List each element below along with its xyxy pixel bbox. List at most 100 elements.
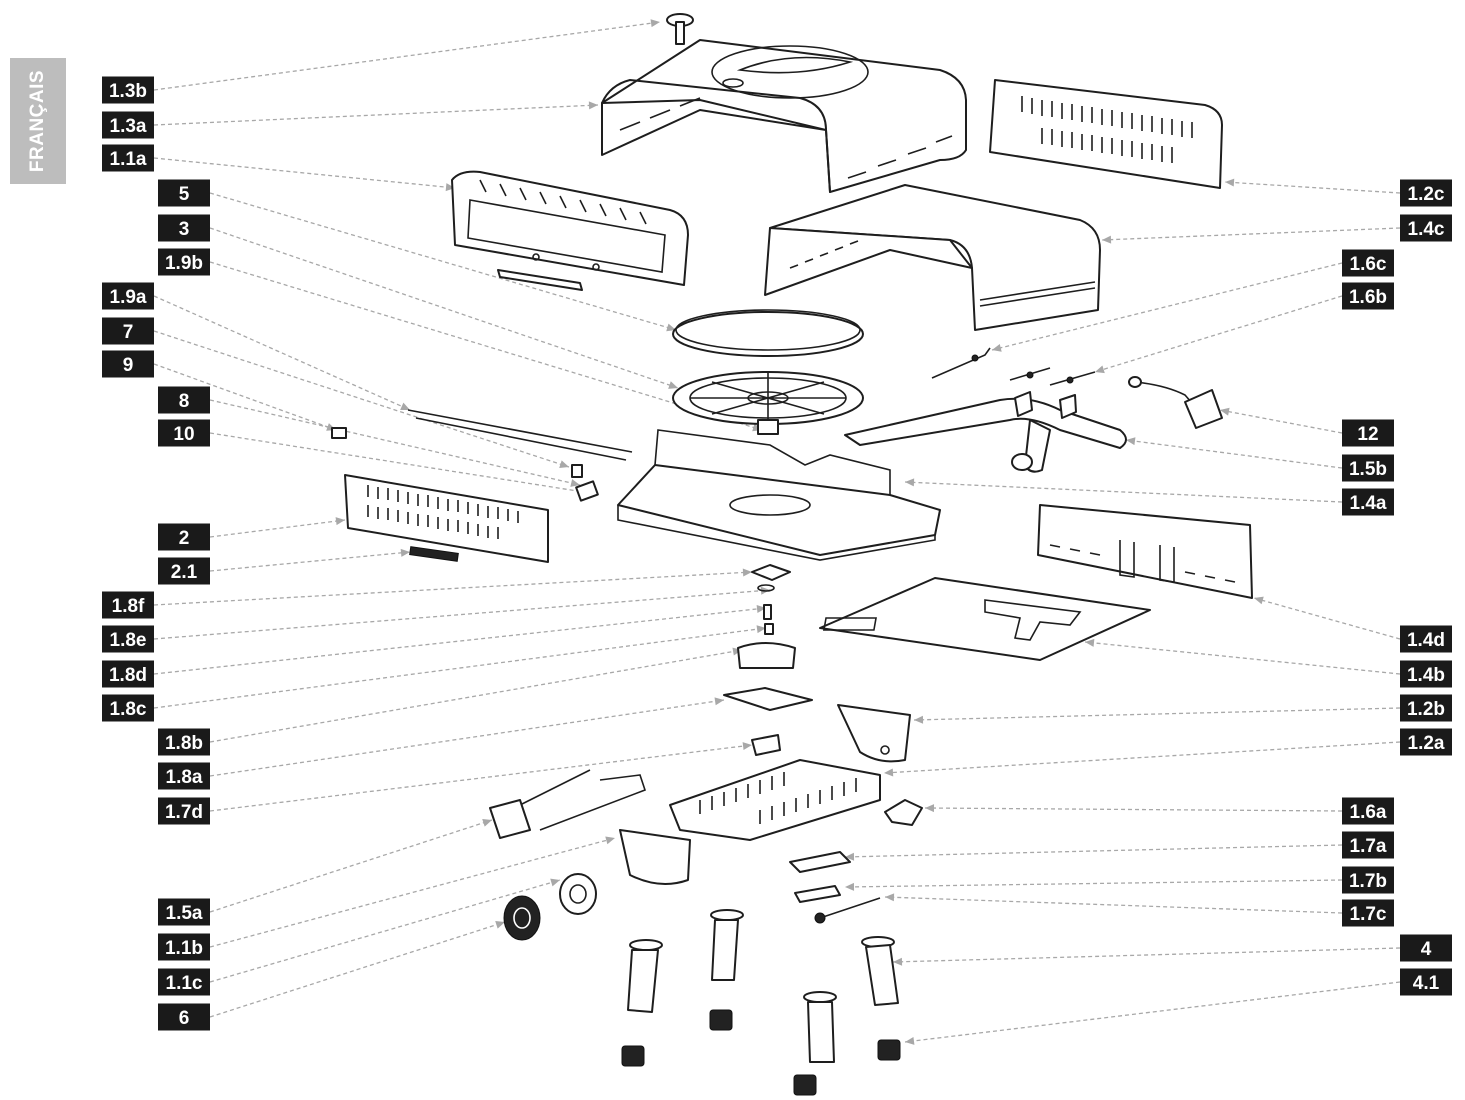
part-front-frame bbox=[451, 170, 689, 291]
callout-1-2c: 1.2c bbox=[1400, 179, 1452, 207]
callout-box bbox=[102, 282, 154, 310]
callout-1-6c: 1.6c bbox=[1342, 249, 1394, 277]
leader-line bbox=[1084, 641, 1401, 675]
language-tab[interactable]: FRANÇAIS bbox=[10, 58, 66, 184]
part-control-knobs bbox=[503, 873, 597, 941]
part-ignitor-parts bbox=[789, 799, 923, 924]
callout-box bbox=[102, 144, 154, 172]
callout-box bbox=[102, 694, 154, 722]
callout-box bbox=[1342, 249, 1394, 277]
callout-box bbox=[1400, 968, 1452, 996]
leader-arrowhead bbox=[605, 836, 615, 845]
leader-line bbox=[913, 707, 1401, 721]
callout-label: 12 bbox=[1357, 424, 1378, 445]
leader-line bbox=[209, 399, 581, 486]
leader-line bbox=[209, 879, 561, 983]
callout-1-2b: 1.2b bbox=[1400, 694, 1452, 722]
leader-line bbox=[1094, 295, 1343, 373]
leader-line bbox=[892, 947, 1401, 963]
callout-box bbox=[158, 968, 210, 996]
leader-line bbox=[153, 589, 771, 640]
leader-line bbox=[904, 481, 1343, 503]
leader-line bbox=[153, 607, 767, 675]
leader-line bbox=[153, 363, 337, 431]
callout-box bbox=[158, 557, 210, 585]
part-legs bbox=[621, 909, 901, 1096]
parts-illustration bbox=[331, 13, 1253, 1096]
leader-line bbox=[209, 699, 725, 777]
callout-box bbox=[158, 419, 210, 447]
callout-label: 1.1b bbox=[165, 938, 203, 959]
callout-box bbox=[102, 350, 154, 378]
callout-box bbox=[1342, 899, 1394, 927]
part-base-plate bbox=[819, 577, 1151, 661]
callout-label: 10 bbox=[173, 424, 194, 445]
callout-box bbox=[158, 797, 210, 825]
part-regulator-hose bbox=[1128, 376, 1223, 429]
leader-line bbox=[209, 921, 506, 1018]
leader-arrowhead bbox=[668, 381, 678, 389]
leader-line bbox=[844, 879, 1343, 888]
callout-1-7d: 1.7d bbox=[158, 797, 210, 825]
callout-box bbox=[1400, 660, 1452, 688]
part-burner bbox=[844, 391, 1127, 473]
callout-label: 1.1c bbox=[166, 973, 203, 994]
leader-line bbox=[153, 21, 661, 91]
part-rotation-mechanism bbox=[723, 564, 813, 756]
callout-label: 4.1 bbox=[1413, 973, 1440, 994]
callout-box bbox=[158, 933, 210, 961]
callout-label: 1.8e bbox=[110, 630, 147, 651]
callout-box bbox=[102, 111, 154, 139]
part-rear-panel bbox=[1037, 504, 1253, 599]
part-small-fittings bbox=[331, 409, 633, 502]
callout-box bbox=[1342, 831, 1394, 859]
callout-box bbox=[102, 591, 154, 619]
leader-line bbox=[209, 519, 346, 538]
callout-2-1: 2.1 bbox=[158, 557, 210, 585]
callout-1-8b: 1.8b bbox=[158, 728, 210, 756]
part-inner-hood bbox=[764, 184, 1101, 331]
leader-line bbox=[1224, 181, 1401, 194]
part-burner-housing bbox=[619, 704, 911, 885]
leader-line bbox=[209, 432, 591, 494]
part-thermometer bbox=[666, 13, 694, 45]
leader-line bbox=[209, 819, 493, 913]
callout-1-7b: 1.7b bbox=[1342, 866, 1394, 894]
callout-1-4c: 1.4c bbox=[1400, 214, 1452, 242]
callout-label: 6 bbox=[179, 1008, 190, 1029]
callout-box bbox=[1342, 454, 1394, 482]
callout-1-1a: 1.1a bbox=[102, 144, 154, 172]
leader-line bbox=[209, 649, 743, 743]
part-gas-valve-assembly bbox=[489, 769, 647, 839]
callout-label: 1.6b bbox=[1349, 287, 1387, 308]
part-firebox bbox=[617, 429, 941, 561]
leader-arrowhead bbox=[914, 715, 924, 724]
callout-1-8a: 1.8a bbox=[158, 762, 210, 790]
callout-1-4d: 1.4d bbox=[1400, 625, 1452, 653]
callout-box bbox=[1342, 797, 1394, 825]
part-electrodes bbox=[931, 347, 1096, 386]
callout-label: 1.1a bbox=[110, 149, 147, 170]
callout-box bbox=[1400, 934, 1452, 962]
part-pizza-stone bbox=[672, 309, 864, 357]
leader-arrowhead bbox=[400, 548, 410, 557]
leader-arrowhead bbox=[495, 920, 505, 929]
leader-arrowhead bbox=[559, 460, 569, 468]
callout-label: 1.3b bbox=[109, 81, 147, 102]
leader-arrowhead bbox=[666, 323, 676, 332]
leader-lines bbox=[153, 19, 1401, 1045]
leader-line bbox=[153, 104, 599, 126]
part-rear-vent-panel bbox=[989, 79, 1223, 189]
callout-label: 9 bbox=[123, 355, 134, 376]
leader-arrowhead bbox=[893, 957, 903, 966]
leader-arrowhead bbox=[1085, 638, 1095, 647]
leader-line bbox=[153, 627, 767, 709]
leader-arrowhead bbox=[1254, 596, 1264, 605]
callout-box bbox=[102, 625, 154, 653]
callout-box bbox=[102, 76, 154, 104]
callout-1-9a: 1.9a bbox=[102, 282, 154, 310]
leader-line bbox=[209, 192, 677, 331]
callout-8: 8 bbox=[158, 386, 210, 414]
callout-labels: 1.3b1.3a1.1a531.9b1.9a7981022.11.8f1.8e1… bbox=[102, 76, 1452, 1031]
leader-arrowhead bbox=[742, 568, 752, 577]
